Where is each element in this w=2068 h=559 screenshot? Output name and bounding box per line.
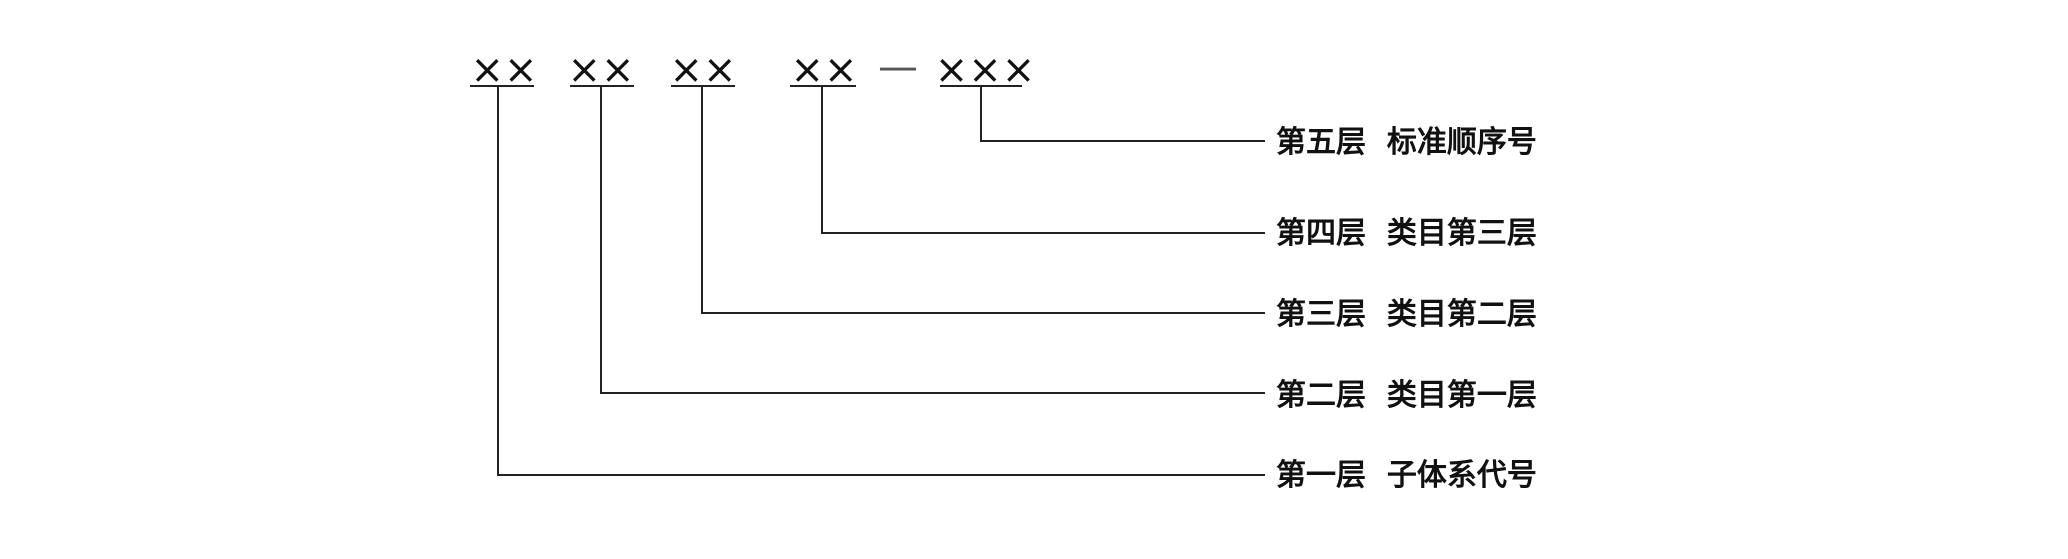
level-1-label: 第一层 子体系代号: [1276, 458, 1537, 493]
level-4-label: 第四层 类目第三层: [1276, 216, 1537, 251]
connector-level-2: [600, 86, 1265, 394]
code-separator: —: [878, 44, 918, 90]
level-2-label: 第二层 类目第一层: [1276, 378, 1537, 413]
level-5-label: 第五层 标准顺序号: [1276, 125, 1537, 160]
connector-level-3: [701, 86, 1265, 314]
connector-level-5: [980, 86, 1265, 142]
level-3-label: 第三层 类目第二层: [1276, 297, 1537, 332]
connector-level-4: [821, 86, 1265, 234]
connector-level-1: [497, 86, 1265, 476]
